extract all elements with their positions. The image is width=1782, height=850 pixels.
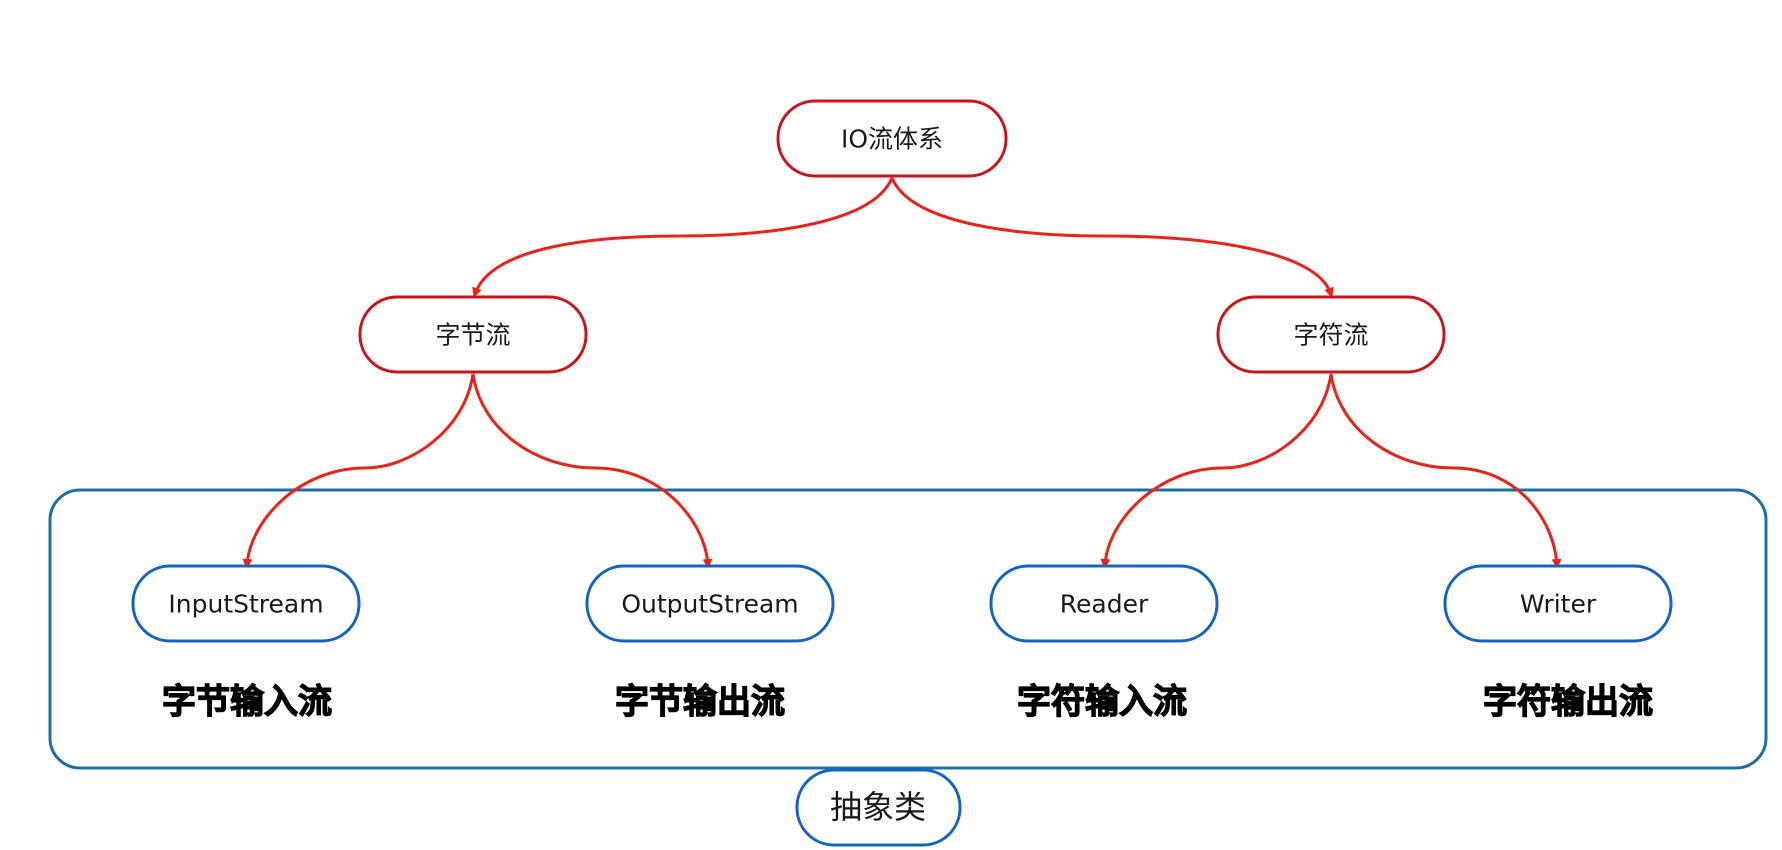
edge-root-to-char-stream (890, 177, 1334, 298)
node-inputstream-label: InputStream (168, 590, 323, 619)
node-writer-shape (1443, 564, 1673, 643)
node-reader-shape (989, 564, 1219, 643)
node-inputstream-shape (131, 564, 361, 643)
node-byte-stream: 字节流 (358, 295, 588, 374)
node-writer: Writer (1443, 564, 1673, 643)
node-reader-label: Reader (1060, 590, 1149, 619)
node-char-stream-label: 字符流 (1293, 321, 1368, 350)
node-writer-label: Writer (1520, 590, 1597, 619)
abstract-class-label-shape (795, 768, 962, 847)
node-root-label: IO流体系 (841, 125, 943, 154)
node-root: IO流体系 (776, 99, 1008, 178)
edge-root-to-byte-stream (472, 177, 894, 298)
abstract-class-label: 抽象类 (795, 768, 962, 847)
edge-byte-stream-to-inputstream (242, 373, 475, 569)
abstract-class-group-box (48, 488, 1768, 770)
abstract-class-label-text: 抽象类 (830, 788, 926, 826)
caption-char-output-stream: 字符输出流 (1483, 682, 1653, 722)
node-root-shape (776, 99, 1008, 178)
node-byte-stream-label: 字节流 (435, 321, 510, 350)
node-outputstream-label: OutputStream (621, 590, 798, 619)
node-byte-stream-shape (358, 295, 588, 374)
edges (242, 177, 1562, 569)
edge-char-stream-to-writer (1329, 373, 1562, 569)
caption-byte-output-stream: 字节输出流 (615, 682, 785, 722)
node-outputstream: OutputStream (585, 564, 835, 643)
node-char-stream-shape (1216, 295, 1446, 374)
node-inputstream: InputStream (131, 564, 361, 643)
caption-char-input-stream: 字符输入流 (1017, 682, 1187, 722)
edge-char-stream-to-reader (1100, 373, 1333, 569)
caption-byte-input-stream: 字节输入流 (162, 682, 332, 722)
node-char-stream: 字符流 (1216, 295, 1446, 374)
node-reader: Reader (989, 564, 1219, 643)
node-outputstream-shape (585, 564, 835, 643)
edge-byte-stream-to-outputstream (471, 373, 713, 569)
